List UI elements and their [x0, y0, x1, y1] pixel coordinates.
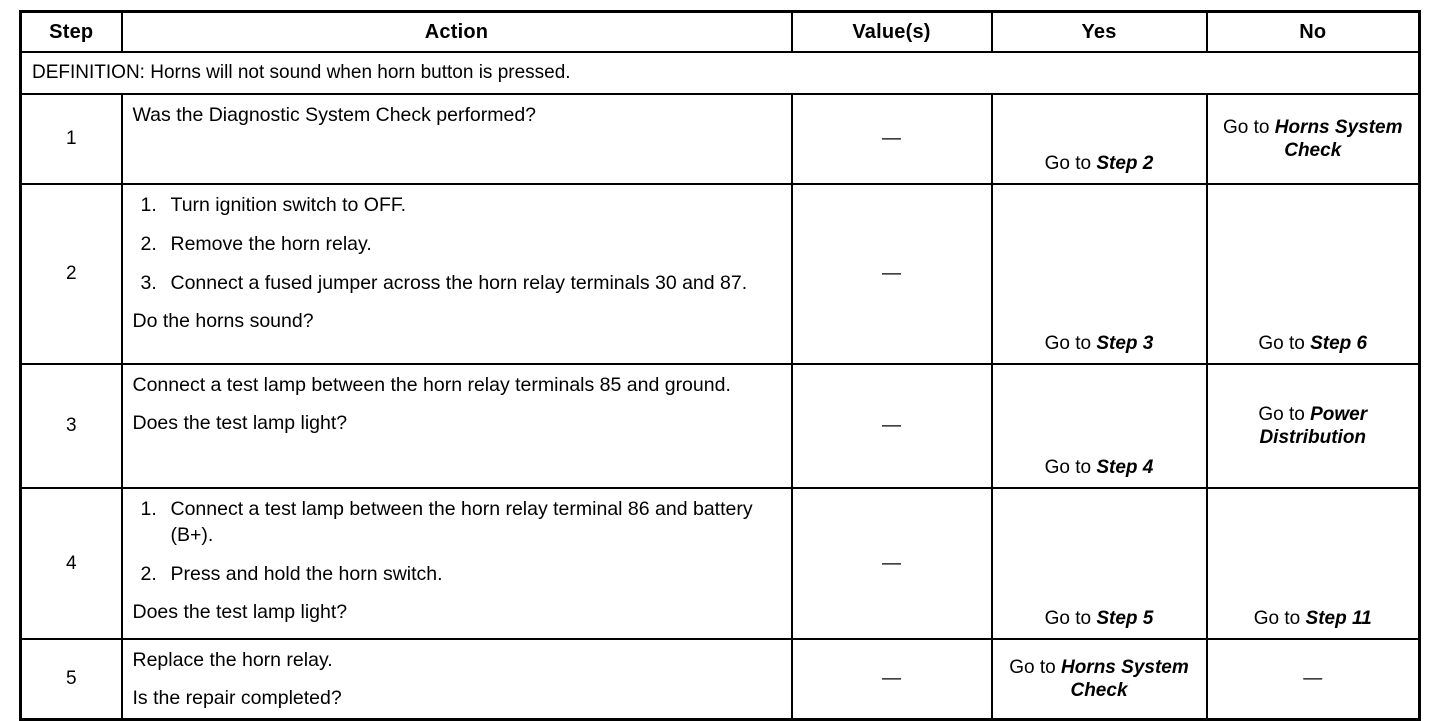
step-number: 4	[19, 487, 123, 640]
step-number: 1	[19, 93, 123, 185]
no-cell: Go to Horns System Check	[1205, 93, 1421, 185]
action-line: Was the Diagnostic System Check performe…	[132, 104, 537, 126]
value-cell: —	[790, 363, 993, 489]
yes-cell: Go to Step 5	[990, 487, 1208, 640]
substep-text: Turn ignition switch to OFF.	[170, 194, 407, 216]
definition-text: DEFINITION: Horns will not sound when ho…	[19, 51, 1421, 95]
action-line: Connect a test lamp between the horn rel…	[132, 374, 731, 396]
em-dash: —	[882, 415, 901, 436]
action-question: Is the repair completed?	[132, 686, 342, 709]
list-item: 1. Connect a test lamp between the horn r…	[133, 497, 781, 549]
value-cell: —	[790, 93, 993, 185]
no-target: Step 6	[1310, 332, 1368, 354]
action-substep-list: 1. Connect a test lamp between the horn r…	[133, 497, 781, 588]
column-header-step: Step	[19, 10, 123, 53]
table-row: 1 Was the Diagnostic System Check perfor…	[19, 93, 1421, 185]
no-cell: Go to Power Distribution	[1205, 363, 1421, 489]
table-row: 2 1. Turn ignition switch to OFF. 2. Remov…	[19, 183, 1421, 365]
em-dash: —	[882, 667, 901, 689]
list-item: 1. Turn ignition switch to OFF.	[133, 193, 781, 219]
yes-prefix: Go to	[1044, 456, 1097, 478]
em-dash: —	[882, 263, 901, 284]
substep-text: Remove the horn relay.	[170, 232, 372, 255]
no-cell: Go to Step 11	[1205, 487, 1421, 640]
table-header-row: Step Action Value(s) Yes No	[19, 10, 1421, 53]
em-dash: —	[882, 128, 901, 149]
column-header-yes: Yes	[990, 10, 1208, 53]
no-target: Horns System Check	[1274, 116, 1403, 161]
value-cell: —	[790, 637, 993, 721]
value-cell: —	[790, 183, 993, 365]
substep-text: Connect a test lamp between the horn rel…	[170, 498, 753, 546]
action-cell: 1. Turn ignition switch to OFF. 2. Remove …	[120, 183, 793, 365]
diagnostic-table: Step Action Value(s) Yes No DEFINITION: …	[19, 10, 1421, 721]
step-number: 3	[19, 363, 123, 489]
substep-number: 2.	[140, 232, 157, 255]
yes-target: Step 5	[1096, 607, 1154, 629]
document-page: Step Action Value(s) Yes No DEFINITION: …	[19, 10, 1421, 721]
action-cell: Replace the horn relay. Is the repair co…	[120, 637, 793, 721]
substep-text: Connect a fused jumper across the horn r…	[170, 271, 748, 294]
yes-target: Step 3	[1096, 332, 1154, 354]
action-cell: 1. Connect a test lamp between the horn r…	[120, 487, 793, 640]
yes-prefix: Go to	[1009, 656, 1061, 678]
no-prefix: Go to	[1253, 607, 1306, 629]
action-line: Replace the horn relay.	[132, 649, 333, 671]
value-cell: —	[790, 487, 993, 640]
table-row: 3 Connect a test lamp between the horn r…	[19, 363, 1421, 489]
yes-cell: Go to Step 4	[990, 363, 1208, 489]
action-substep-list: 1. Turn ignition switch to OFF. 2. Remove …	[133, 193, 781, 297]
yes-cell: Go to Horns System Check	[990, 637, 1208, 721]
em-dash: —	[882, 552, 901, 574]
yes-prefix: Go to	[1044, 332, 1097, 354]
table-row: 4 1. Connect a test lamp between the horn…	[19, 487, 1421, 640]
substep-number: 1.	[140, 498, 157, 520]
action-question: Do the horns sound?	[132, 309, 314, 332]
no-cell: Go to Step 6	[1205, 183, 1421, 365]
table-row: 5 Replace the horn relay. Is the repair …	[19, 637, 1421, 721]
yes-prefix: Go to	[1044, 152, 1097, 174]
no-cell: —	[1205, 637, 1421, 721]
step-number: 2	[19, 183, 123, 365]
yes-prefix: Go to	[1044, 607, 1097, 629]
substep-number: 2.	[140, 562, 157, 585]
no-target: Power Distribution	[1259, 403, 1368, 448]
yes-target: Step 4	[1096, 456, 1154, 478]
no-prefix: Go to	[1222, 116, 1275, 138]
em-dash: —	[1303, 668, 1323, 690]
column-header-action: Action	[120, 10, 793, 53]
action-cell: Was the Diagnostic System Check performe…	[120, 93, 793, 185]
column-header-value: Value(s)	[790, 10, 993, 53]
substep-text: Press and hold the horn switch.	[170, 562, 443, 585]
substep-number: 3.	[140, 271, 157, 294]
no-prefix: Go to	[1258, 332, 1311, 354]
action-cell: Connect a test lamp between the horn rel…	[120, 363, 793, 489]
yes-target: Step 2	[1096, 152, 1154, 174]
yes-cell: Go to Step 3	[990, 183, 1208, 365]
action-question: Does the test lamp light?	[132, 600, 348, 623]
column-header-no: No	[1205, 10, 1421, 53]
step-number: 5	[19, 637, 123, 721]
action-question: Does the test lamp light?	[132, 411, 348, 434]
substep-number: 1.	[140, 194, 157, 216]
list-item: 2. Remove the horn relay.	[133, 232, 781, 258]
definition-row: DEFINITION: Horns will not sound when ho…	[19, 51, 1421, 95]
yes-target: Horns System Check	[1060, 656, 1189, 701]
no-prefix: Go to	[1258, 403, 1311, 425]
no-target: Step 11	[1305, 607, 1372, 629]
list-item: 3. Connect a fused jumper across the horn…	[133, 271, 781, 297]
list-item: 2. Press and hold the horn switch.	[133, 562, 781, 588]
yes-cell: Go to Step 2	[990, 93, 1208, 185]
